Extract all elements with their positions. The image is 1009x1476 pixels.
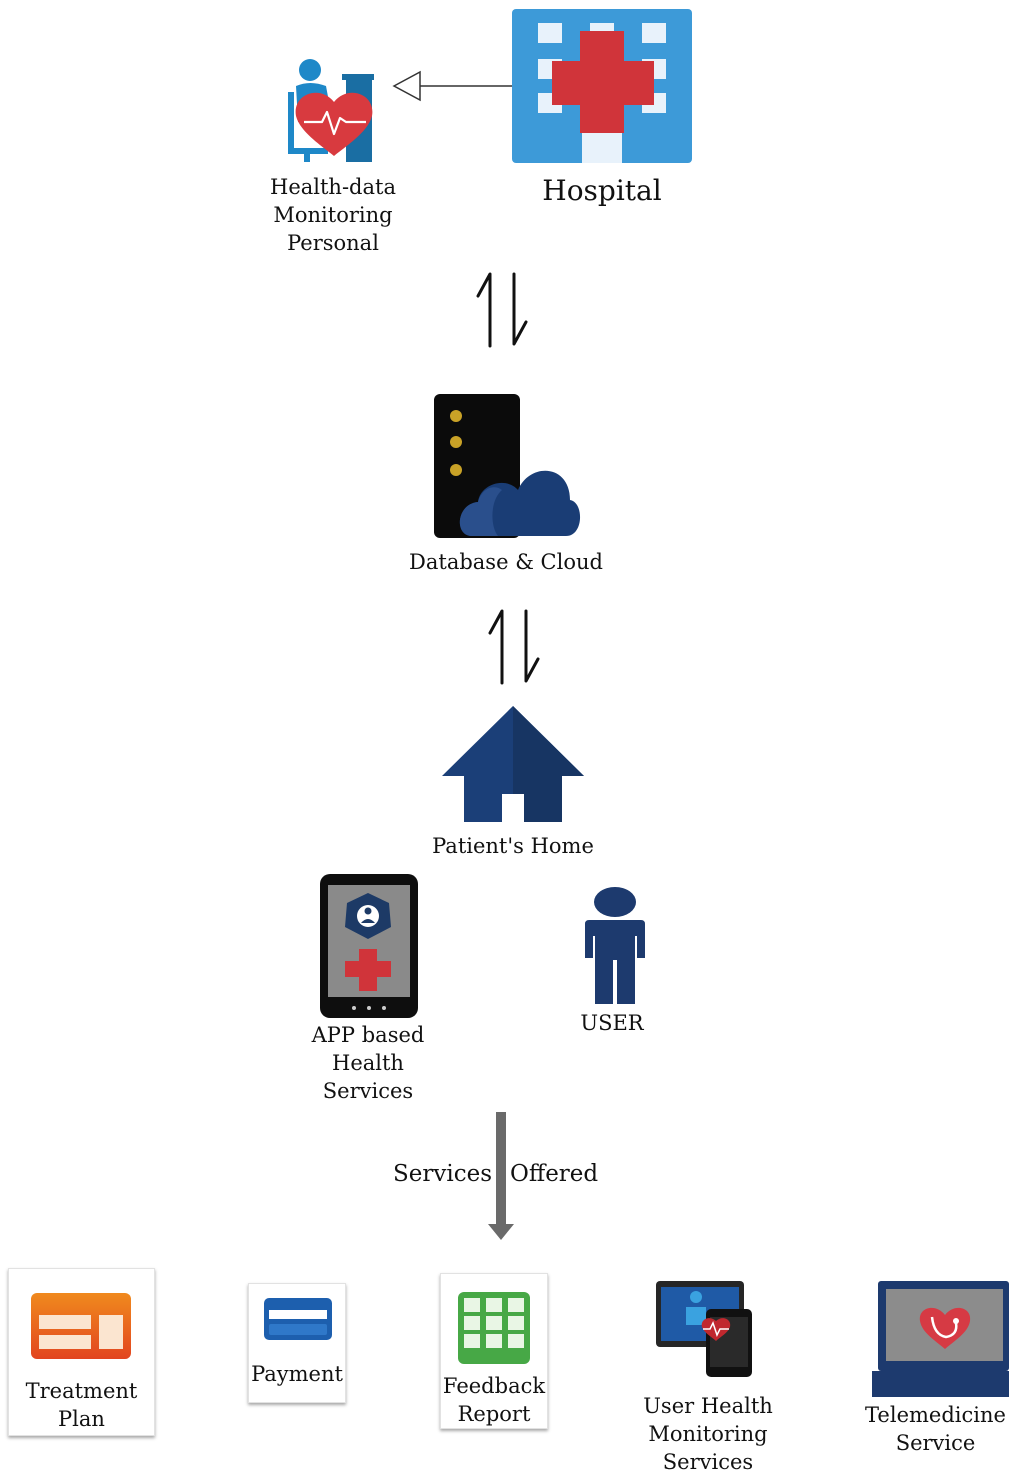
- services-arrow-left-label: Services: [392, 1161, 492, 1187]
- database-label: Database & Cloud: [409, 550, 603, 574]
- hospital-label: Hospital: [542, 174, 662, 207]
- user-label: USER: [580, 1011, 644, 1035]
- feedback-report-label: Feedback Report: [442, 1374, 546, 1426]
- feedback-grid-icon: [458, 1292, 530, 1364]
- treatment-plan-label: Treatment Plan: [25, 1379, 138, 1431]
- device-monitoring-icon: [656, 1281, 754, 1379]
- tablet-app-icon: [319, 873, 419, 1019]
- payment-label: Payment: [251, 1362, 343, 1386]
- treatment-plan-icon: [31, 1293, 131, 1361]
- database-cloud-icon: [432, 392, 582, 540]
- payment-card[interactable]: Payment: [248, 1283, 346, 1403]
- bidirectional-arrow-middle: [482, 605, 548, 687]
- payment-card-icon: [264, 1298, 332, 1340]
- hospital-to-monitoring-arrow: [390, 68, 518, 104]
- telemedicine-laptop-icon: [872, 1281, 1009, 1399]
- services-offered-arrow: [486, 1112, 516, 1242]
- telemedicine-label: Telemedicine Service: [865, 1403, 1006, 1455]
- monitoring-label: Health-data Monitoring Personal: [270, 175, 396, 255]
- bidirectional-arrow-top: [470, 268, 536, 350]
- user-icon: [583, 886, 647, 1006]
- home-label: Patient's Home: [432, 834, 594, 858]
- user-health-monitoring-label: User Health Monitoring Services: [643, 1394, 773, 1474]
- feedback-report-card[interactable]: Feedback Report: [440, 1273, 548, 1429]
- treatment-plan-card[interactable]: Treatment Plan: [8, 1268, 155, 1436]
- app-label: APP based Health Services: [311, 1023, 425, 1103]
- services-arrow-right-label: Offered: [510, 1161, 599, 1187]
- monitoring-person-heart-icon: [282, 56, 386, 166]
- hospital-icon: [512, 9, 692, 163]
- house-icon: [440, 704, 586, 822]
